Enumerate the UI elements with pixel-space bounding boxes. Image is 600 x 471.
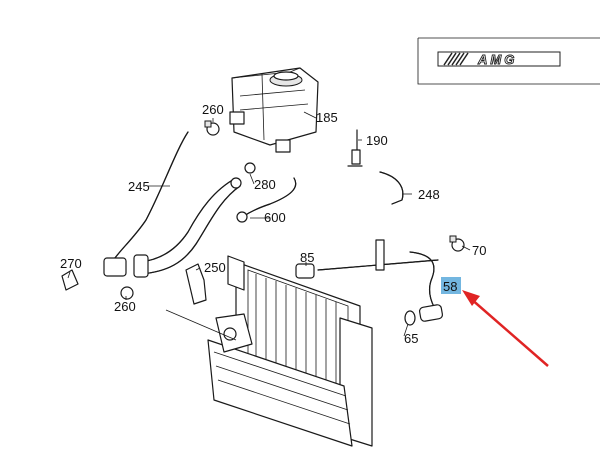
label-70: 70 xyxy=(472,243,486,258)
label-185: 185 xyxy=(316,110,338,125)
hose-clamp-260-upper xyxy=(204,120,220,136)
leader-lines xyxy=(67,111,471,341)
hose-248 xyxy=(379,171,404,205)
label-190: 190 xyxy=(366,133,388,148)
label-85: 85 xyxy=(300,250,314,265)
bracket-250 xyxy=(185,263,207,305)
label-600: 600 xyxy=(264,210,286,225)
valve-block xyxy=(215,313,253,353)
o-ring-65 xyxy=(404,310,416,326)
label-248: 248 xyxy=(418,187,440,202)
label-245: 245 xyxy=(128,179,150,194)
amg-logo: AMG xyxy=(437,51,561,67)
lower-cooler xyxy=(207,339,353,447)
label-250: 250 xyxy=(204,260,226,275)
label-260-upper: 260 xyxy=(202,102,224,117)
logo-frame xyxy=(417,37,600,85)
pipe-85 xyxy=(295,239,439,279)
label-58: 58 xyxy=(443,279,457,294)
hose-clamp-70 xyxy=(449,235,465,252)
label-260-lower: 260 xyxy=(114,299,136,314)
label-65: 65 xyxy=(404,331,418,346)
hose-clamp-260-lower xyxy=(120,286,134,300)
hose-clamp-270 xyxy=(61,269,79,291)
highlight-58 xyxy=(441,277,461,294)
pointer-arrow xyxy=(462,290,549,367)
hose-600 xyxy=(236,177,297,223)
amg-logo-text: AMG xyxy=(477,52,517,67)
hose-245 xyxy=(103,131,241,278)
expansion-tank xyxy=(229,67,319,153)
hose-clamp-280 xyxy=(230,162,256,189)
sensor-190 xyxy=(347,129,363,167)
hose-58 xyxy=(409,251,444,322)
label-280: 280 xyxy=(254,177,276,192)
label-270: 270 xyxy=(60,256,82,271)
